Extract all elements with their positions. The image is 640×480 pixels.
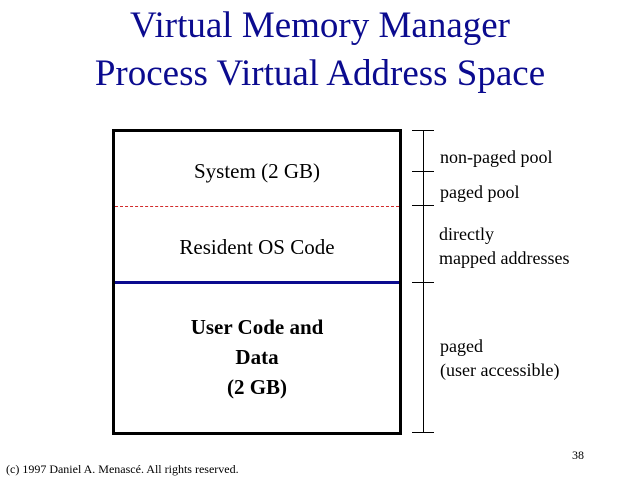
resident-os-code-label: Resident OS Code (179, 235, 335, 259)
non-paged-pool-annotation: non-paged pool (440, 147, 553, 167)
paged-pool-annotation: paged pool (440, 182, 520, 202)
user-region-label-line-3: (2 GB) (226, 375, 288, 399)
kernel-user-boundary-line (115, 281, 399, 284)
directly-mapped-line-1: directly (439, 224, 494, 244)
range-tick-nonpaged-end (412, 171, 434, 172)
user-region-label: User Code and Data (2 GB) (115, 312, 399, 402)
range-tick-paged-pool-end (412, 205, 434, 206)
page-number: 38 (572, 448, 584, 462)
directly-mapped-line-2: mapped addresses (439, 248, 570, 268)
range-tick-top (412, 130, 434, 131)
address-space-box: System (2 GB) Resident OS Code User Code… (112, 129, 402, 435)
directly-mapped-annotation: directly mapped addresses (439, 222, 569, 270)
slide-title-line-1: Virtual Memory Manager (130, 5, 510, 46)
pool-boundary-dashed-line (115, 206, 399, 207)
user-region-label-line-2: Data (235, 345, 279, 369)
copyright-notice: (c) 1997 Daniel A. Menascé. All rights r… (6, 462, 239, 476)
slide-title-line-2: Process Virtual Address Space (94, 53, 546, 94)
range-tick-system-end (412, 282, 434, 283)
paged-user-line-2: (user accessible) (440, 360, 560, 380)
system-region-label: System (2 GB) (194, 159, 320, 183)
range-scale-line (423, 130, 424, 433)
range-tick-bottom (412, 432, 434, 433)
paged-user-line-1: paged (440, 336, 483, 356)
paged-user-annotation: paged (user accessible) (440, 334, 559, 382)
user-region-label-line-1: User Code and (190, 315, 324, 339)
